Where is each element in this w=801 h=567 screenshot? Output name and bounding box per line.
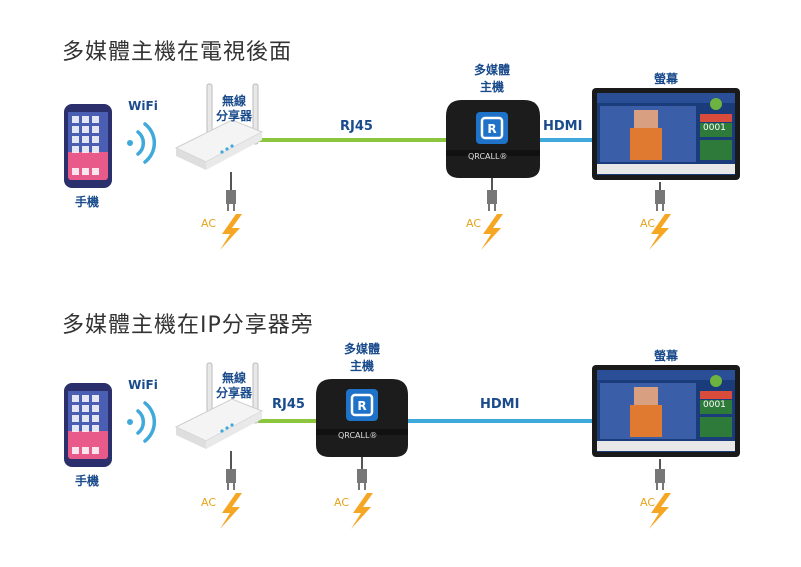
power-plug-monitor: [655, 182, 665, 211]
svg-text:R: R: [487, 122, 496, 136]
phone-icon: [64, 104, 112, 188]
phone-icon: [64, 383, 112, 467]
host-label: 多媒體 主機: [343, 342, 380, 373]
section-title: 多媒體主機在電視後面: [62, 40, 293, 65]
router-icon: [174, 362, 264, 449]
monitor-icon: [592, 88, 740, 180]
media-box-icon: R: [316, 379, 408, 457]
hdmi-label: HDMI: [480, 397, 520, 412]
ac-label-router: AC: [201, 217, 217, 230]
ac-label-box: AC: [334, 496, 350, 509]
wifi-icon: [127, 122, 157, 164]
router-icon: [174, 83, 264, 170]
media-box-icon: R: [446, 100, 540, 178]
section-title: 多媒體主機在IP分享器旁: [62, 313, 314, 338]
section-router-side: 多媒體主機在IP分享器旁: [0, 283, 801, 566]
section-tv-back: 多媒體主機在電視後面: [0, 0, 801, 283]
wifi-icon: [127, 401, 157, 443]
wifi-label: WiFi: [128, 99, 158, 113]
wifi-label: WiFi: [128, 378, 158, 392]
lightning-icon: [649, 214, 671, 250]
box-brand-text: QRCALL®: [338, 431, 378, 440]
phone-label: 手機: [74, 474, 99, 488]
lightning-icon: [351, 493, 373, 529]
rj45-label: RJ45: [340, 119, 373, 134]
lightning-icon: [220, 214, 242, 250]
ac-label-router: AC: [201, 496, 217, 509]
lightning-icon: [649, 493, 671, 529]
hdmi-label: HDMI: [543, 119, 583, 134]
lightning-icon: [220, 493, 242, 529]
monitor-icon: [592, 365, 740, 457]
screen-label: 螢幕: [653, 349, 678, 363]
ac-label-box: AC: [466, 217, 482, 230]
phone-label: 手機: [74, 195, 99, 209]
router-label: 無線 分享器: [215, 371, 252, 400]
power-plug-box: [487, 178, 497, 211]
power-plug-box: [357, 457, 367, 490]
screen-number: 0001: [703, 400, 726, 410]
power-plug-monitor: [655, 459, 665, 490]
diagram-canvas: R: [64, 83, 740, 250]
router-label: 無線 分享器: [215, 94, 252, 123]
power-plug-router: [226, 451, 236, 490]
screen-number: 0001: [703, 123, 726, 133]
svg-text:R: R: [357, 399, 366, 413]
lightning-icon: [481, 214, 503, 250]
diagram-canvas: R: [64, 362, 740, 529]
ac-label-monitor: AC: [640, 496, 656, 509]
power-plug-router: [226, 172, 236, 211]
host-label: 多媒體 主機: [473, 63, 510, 94]
screen-label: 螢幕: [653, 72, 678, 86]
rj45-label: RJ45: [272, 397, 305, 412]
ac-label-monitor: AC: [640, 217, 656, 230]
box-brand-text: QRCALL®: [468, 152, 508, 161]
